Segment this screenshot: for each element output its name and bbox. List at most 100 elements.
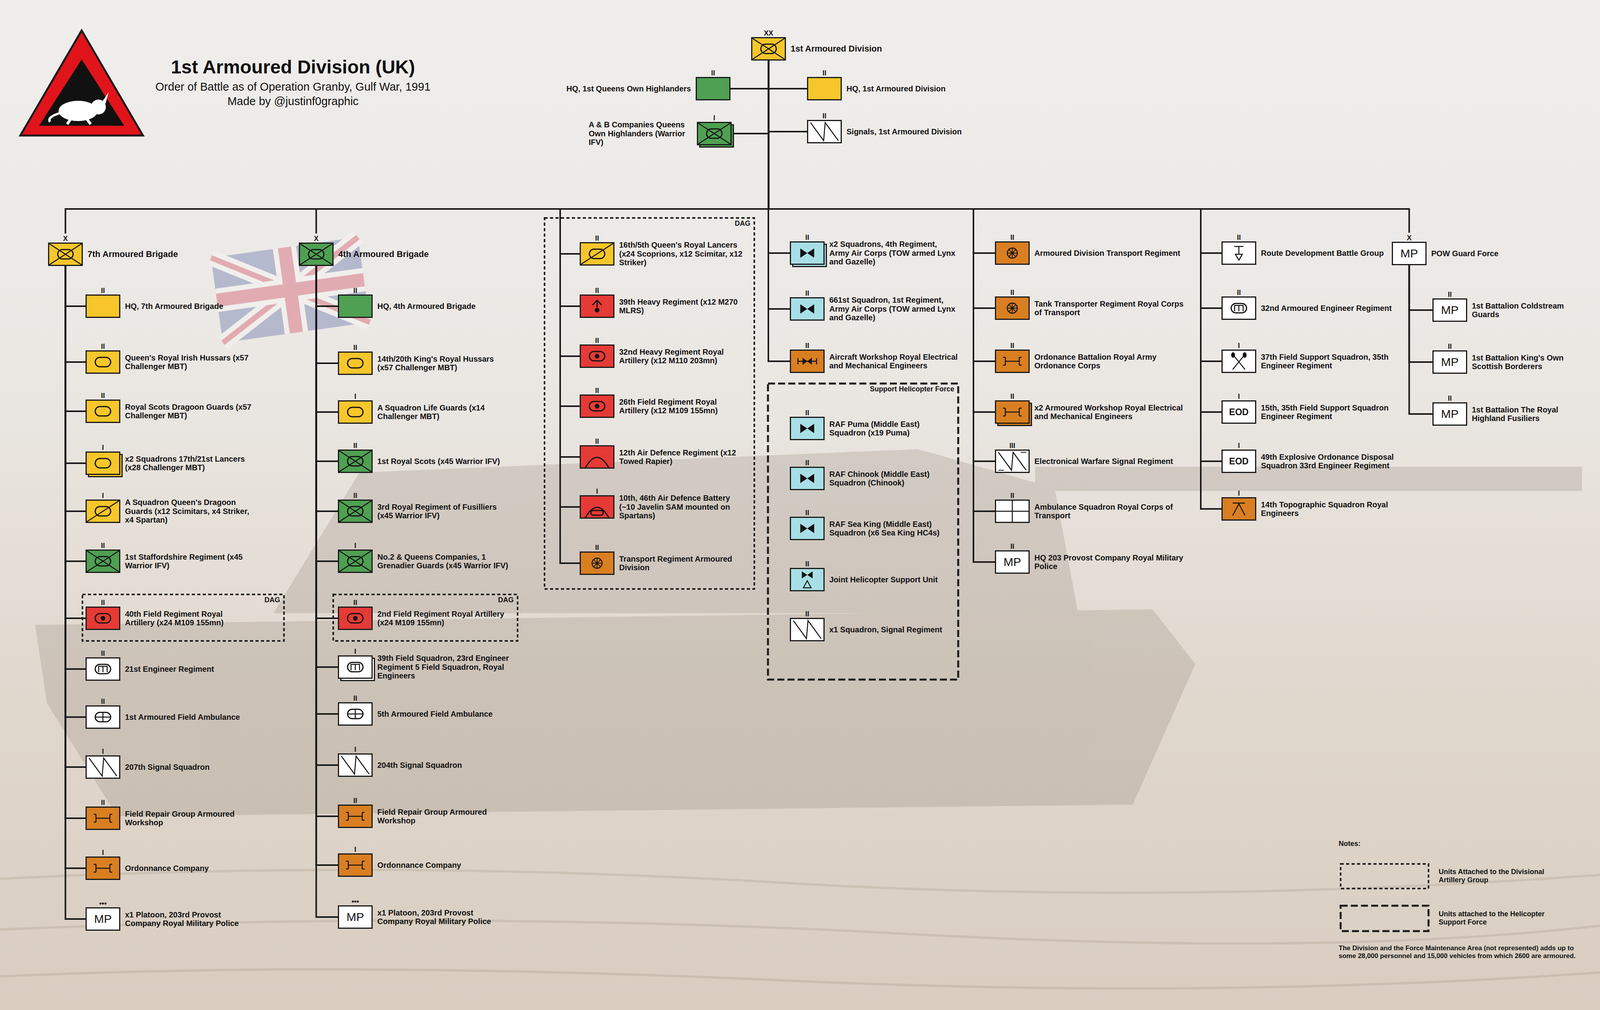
unit-symbol-holder: II — [337, 286, 373, 326]
org-connector — [1409, 265, 1433, 311]
group-frame: DAGII40th Field Regiment Royal Artillery… — [81, 593, 285, 642]
unit-label: A Squadron Queen's Dragoon Guards (x12 S… — [125, 498, 254, 525]
symbol-glyph — [580, 552, 614, 574]
symbol-glyph-part — [810, 122, 839, 141]
symbol-glyph-part — [93, 814, 113, 823]
org-connector — [316, 266, 339, 462]
symbol-glyph-part — [793, 620, 822, 639]
unit-symbol-holder: II — [994, 491, 1030, 531]
unit-symbol-holder: II — [579, 437, 615, 477]
echelon-mark: II — [1221, 233, 1257, 242]
symbol-glyph — [791, 467, 824, 490]
unit-node: IIRAF Chinook (Middle East) Squadron (Ch… — [789, 458, 947, 499]
symbol-glyph — [86, 295, 120, 317]
unit-node: I204th Signal Squadron — [337, 745, 463, 785]
symbol-glyph-part — [798, 358, 817, 365]
org-connector — [316, 266, 339, 918]
unit-label: 21st Engineer Regiment — [125, 664, 215, 674]
echelon-mark: I — [1221, 392, 1257, 401]
echelon-mark: II — [994, 392, 1030, 401]
unit-node: •••MPx1 Platoon, 203rd Provost Company R… — [337, 897, 511, 937]
org-connector — [316, 266, 339, 668]
unit-symbol-holder: II — [579, 234, 615, 274]
unit-symbol — [337, 606, 373, 631]
symbol-glyph — [580, 243, 614, 265]
unit-node: IIx1 Squadron, Signal Regiment — [789, 610, 943, 650]
unit-label: Armoured Division Transport Regiment — [1034, 248, 1181, 258]
unit-symbol-holder: I — [337, 647, 373, 687]
symbol-glyph — [339, 805, 372, 827]
echelon-mark: II — [789, 508, 825, 517]
symbol-glyph-part — [1007, 303, 1018, 314]
unit-node: II21st Engineer Regiment — [85, 649, 215, 689]
unit-label: 37th Field Support Squadron, 35th Engine… — [1260, 352, 1402, 371]
unit-node: II1st Armoured Field Ambulance — [85, 697, 240, 737]
symbol-glyph — [86, 500, 120, 522]
symbol-glyph — [791, 569, 824, 591]
unit-node: IIAmbulance Squadron Royal Corps of Tran… — [994, 491, 1187, 531]
symbol-glyph — [580, 345, 614, 367]
unit-symbol — [994, 241, 1030, 265]
symbol-glyph — [339, 401, 372, 423]
symbol-glyph-part — [95, 613, 111, 624]
org-connector — [316, 266, 339, 766]
unit-symbol-holder: II — [807, 69, 842, 109]
symbol-glyph — [996, 350, 1029, 372]
group-label: DAG — [734, 219, 751, 228]
symbol-glyph-part — [95, 664, 111, 674]
symbol-glyph-part — [100, 616, 106, 621]
unit-symbol — [337, 702, 373, 726]
symbol-glyph — [791, 350, 824, 372]
org-connector — [65, 266, 86, 512]
unit-label: 39th Heavy Regiment (x12 M270 MLRS) — [619, 297, 745, 316]
symbol-glyph-part — [585, 507, 609, 518]
unit-node: IIRAF Sea King (Middle East) Squadron (x… — [789, 508, 947, 549]
symbol-glyph-part — [752, 38, 785, 60]
unit-symbol — [85, 755, 121, 779]
symbol-glyph-part — [95, 556, 111, 567]
unit-symbol-holder: I — [337, 745, 373, 785]
org-connector — [65, 266, 86, 307]
unit-label: Ordonnance Company — [377, 860, 461, 870]
symbol-glyph-part — [800, 248, 815, 258]
unit-node: IOrdonnance Company — [85, 848, 209, 888]
symbol-glyph — [808, 78, 841, 100]
symbol-glyph-part — [347, 506, 364, 517]
echelon-mark: X — [48, 234, 83, 243]
org-connector — [65, 60, 769, 234]
unit-node: IIRoute Development Battle Group — [1221, 233, 1384, 273]
unit-label: x1 Squadron, Signal Regiment — [829, 625, 943, 634]
unit-symbol — [579, 551, 615, 575]
group-label: DAG — [498, 596, 514, 605]
org-connector — [768, 60, 1222, 362]
org-connector — [768, 60, 790, 254]
unit-node: X4th Armoured Brigade — [298, 234, 429, 274]
symbol-glyph-part — [996, 500, 1029, 522]
unit-label: x2 Squadrons, 4th Regiment, Army Air Cor… — [829, 239, 959, 267]
symbol-glyph-part — [89, 758, 117, 777]
symbol-glyph-part — [49, 243, 82, 265]
symbol-glyph — [339, 854, 372, 876]
unit-symbol-holder: •••MP — [337, 897, 373, 937]
org-connector — [316, 266, 339, 619]
unit-node: IIRoyal Scots Dragoon Guards (x57 Challe… — [85, 391, 254, 431]
echelon-mark: II — [337, 796, 373, 805]
org-connector — [65, 266, 86, 562]
symbol-glyph-part — [1232, 356, 1246, 370]
group-label: Support Helicopter Force — [869, 385, 955, 394]
symbol-glyph-part — [86, 550, 120, 572]
unit-node: IIArmoured Division Transport Regiment — [994, 233, 1181, 273]
symbol-glyph — [86, 550, 120, 572]
unit-node: IISignals, 1st Armoured Division — [807, 112, 962, 152]
org-connector — [768, 60, 996, 309]
unit-label: 1st Armoured Division — [790, 44, 883, 54]
symbol-glyph-part — [339, 550, 372, 572]
unit-label: Ordonance Battalion Royal Army Ordonance… — [1034, 352, 1187, 371]
echelon-mark: X — [1391, 233, 1427, 242]
unit-label: 40th Field Regiment Royal Artillery (x24… — [125, 609, 254, 628]
echelon-mark: III — [994, 441, 1030, 450]
unit-node: IIMP1st Battalion Coldstream Guards — [1432, 290, 1586, 330]
unit-symbol-holder: II — [85, 697, 121, 737]
decor-shape — [1035, 466, 1583, 492]
unit-symbol — [337, 655, 373, 679]
